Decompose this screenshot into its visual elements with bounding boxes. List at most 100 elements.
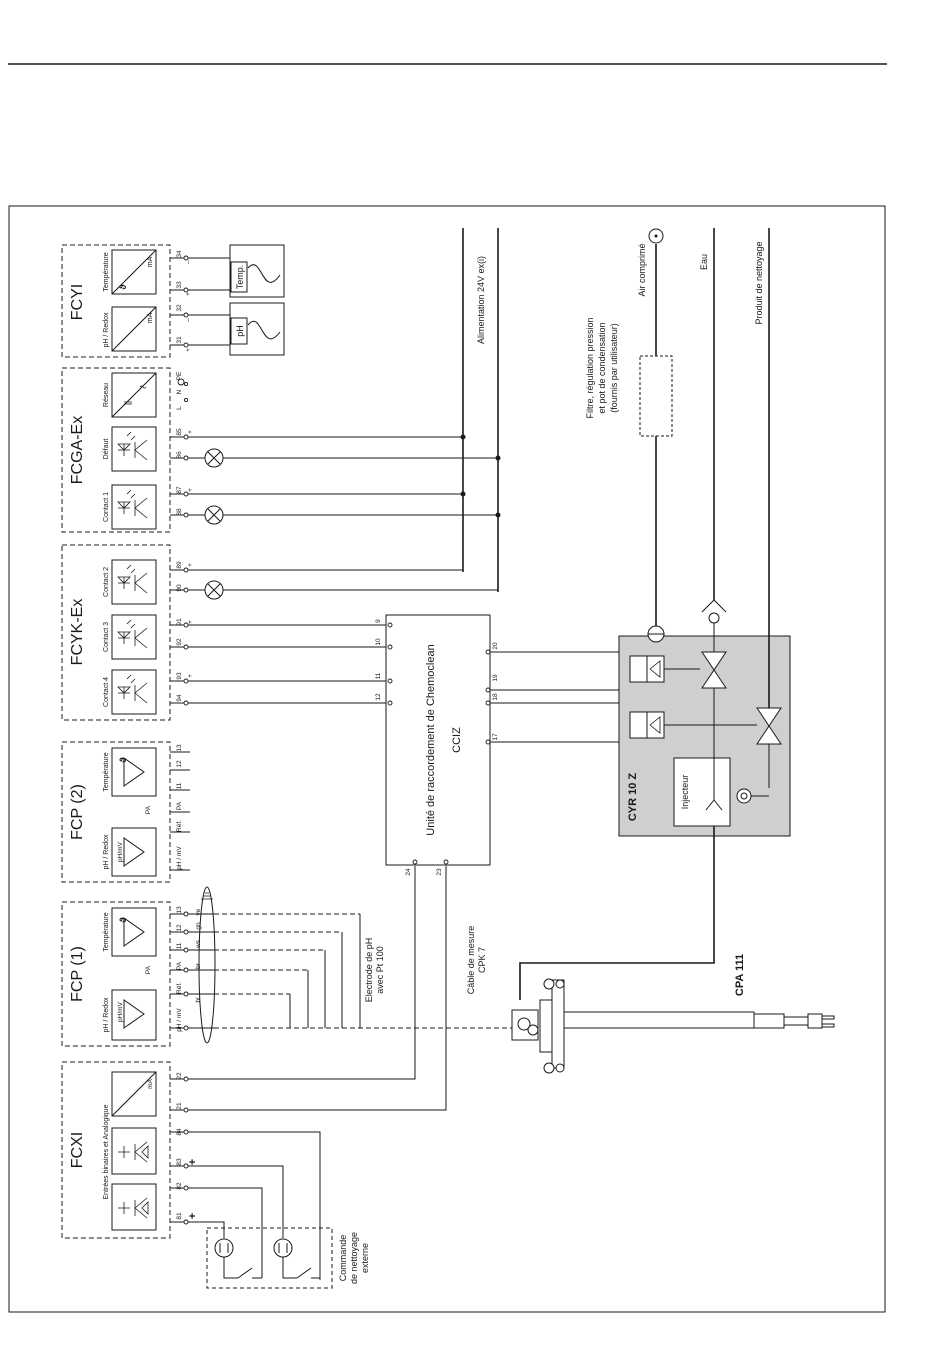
svg-text:Contact 3: Contact 3	[103, 622, 110, 652]
theta-icon: ϑ	[118, 284, 128, 290]
svg-text:Filtre, régulation pression: Filtre, régulation pression	[585, 317, 595, 418]
battery-icon	[214, 1238, 234, 1258]
fcxi-input-block	[111, 1127, 157, 1175]
fcyk-contact3-block: Contact 3	[103, 614, 157, 660]
svg-text:pH: pH	[235, 325, 245, 337]
svg-text:85: 85	[176, 428, 183, 436]
svg-text:90: 90	[176, 584, 183, 592]
fcyk-name: FCYK-Ex	[69, 599, 86, 666]
svg-text:11: 11	[176, 782, 183, 789]
alimentation-label: Alimentation 24V ex(i)	[476, 256, 486, 344]
fcyk-contact4-block: Contact 4	[103, 669, 157, 715]
svg-text:pH / Redox: pH / Redox	[103, 997, 110, 1033]
svg-text:mA: mA	[147, 1078, 154, 1088]
fcyi-name: FCYI	[69, 284, 86, 320]
fcga-reseau-block: Réseau	[103, 372, 157, 418]
commande-label: Commande de nettoyage externe	[338, 1232, 370, 1284]
svg-text:Temp.: Temp.	[235, 265, 245, 290]
svg-text:(fournis par utilisateur): (fournis par utilisateur)	[609, 323, 619, 413]
fcyi-terminals: 31 32 33 34 + – + –	[176, 250, 192, 352]
svg-text:11: 11	[375, 672, 382, 679]
svg-text:10: 10	[375, 638, 382, 646]
filtre-box	[639, 355, 673, 437]
fcp1-name: FCP (1)	[69, 946, 86, 1002]
battery-icon	[273, 1238, 293, 1258]
svg-text:31: 31	[176, 336, 183, 344]
fcp1-temp-block: Température ϑ	[103, 907, 157, 957]
svg-text:+: +	[185, 348, 192, 352]
cpa-label: CPA 111	[734, 954, 746, 996]
lamp-icon	[204, 505, 224, 525]
cpa-111-assembly	[511, 978, 835, 1074]
fcga-defaut-block: Défaut	[103, 426, 157, 472]
fcyk-contact2-block: Contact 2	[103, 559, 157, 605]
theta-icon: ϑ	[118, 917, 128, 923]
fcxi-plus-signs: + +	[187, 1159, 199, 1219]
produit-label: Produit de nettoyage	[754, 241, 764, 324]
svg-text:PE: PE	[176, 371, 183, 380]
cciz-box	[385, 614, 491, 866]
cable-shield	[198, 886, 216, 1044]
air-label: Air comprimé	[637, 243, 647, 296]
svg-text:PA: PA	[176, 961, 183, 970]
svg-text:CPK 7: CPK 7	[477, 947, 487, 973]
cciz-terminals: 9 10 11 12 24 23 20 19 18 17	[375, 619, 499, 876]
diagram-frame	[8, 205, 886, 1313]
svg-text:11: 11	[176, 942, 183, 949]
cable-label: Câble de mesure CPK 7	[466, 926, 487, 995]
svg-text:91: 91	[176, 618, 183, 626]
fcp1-wire-colors: bl br ws gn ye	[195, 908, 202, 1002]
switch-icon	[237, 1267, 253, 1279]
svg-text:avec Pt 100: avec Pt 100	[375, 946, 385, 994]
ground-icon	[201, 892, 213, 900]
svg-text:Contact 4: Contact 4	[103, 677, 110, 707]
svg-text:Electrode de pH: Electrode de pH	[364, 938, 374, 1003]
svg-text:+: +	[187, 674, 194, 678]
fcp2-name: FCP (2)	[69, 784, 86, 840]
fcyk-module	[61, 544, 171, 721]
solenoid-icon	[629, 655, 665, 683]
svg-text:92: 92	[176, 638, 183, 646]
svg-text:–: –	[185, 260, 192, 264]
svg-text:Température: Température	[103, 912, 110, 951]
fcga-name: FCGA-Ex	[69, 416, 86, 484]
svg-text:88: 88	[176, 508, 183, 516]
svg-text:–: –	[185, 318, 192, 322]
svg-text:Contact 1: Contact 1	[103, 492, 110, 522]
svg-text:9: 9	[375, 619, 382, 623]
svg-text:bl: bl	[195, 997, 202, 1003]
svg-text:+: +	[187, 563, 194, 567]
svg-text:87: 87	[176, 486, 183, 494]
temp-sensor: Temp.	[229, 244, 285, 298]
svg-text:21: 21	[176, 1102, 183, 1110]
svg-text:pH / mV: pH / mV	[176, 1008, 183, 1032]
svg-text:+: +	[187, 1213, 199, 1219]
svg-text:+: +	[187, 620, 194, 624]
fcxi-terminals: 81 82 83 84 21 22	[176, 1072, 183, 1220]
cyr-label: CYR 10 Z	[627, 773, 639, 822]
injecteur-box	[673, 757, 731, 827]
svg-text:13: 13	[176, 744, 183, 752]
svg-text:81: 81	[176, 1212, 183, 1220]
svg-text:Température: Température	[103, 752, 110, 791]
svg-text:+: +	[187, 430, 194, 434]
cciz-description: Unité de raccordement de Chemoclean	[425, 644, 437, 835]
valve-icon	[701, 651, 727, 689]
theta-icon: ϑ	[118, 757, 128, 763]
svg-text:et pot de condensation: et pot de condensation	[597, 322, 607, 413]
injecteur-label: Injecteur	[680, 775, 690, 810]
svg-text:17: 17	[492, 733, 499, 741]
svg-text:de nettoyage: de nettoyage	[349, 1232, 359, 1284]
lamp-icon	[204, 448, 224, 468]
svg-text:13: 13	[176, 906, 183, 914]
fcp2-pa-label: PA	[145, 805, 152, 814]
svg-text:Réf.: Réf.	[176, 820, 183, 832]
svg-text:Défaut: Défaut	[103, 439, 110, 460]
fcyi-channel-temp: Température mA ϑ	[103, 249, 157, 295]
fcp1-ph-block: pH / Redox pH/mV	[103, 989, 157, 1041]
svg-text:94: 94	[176, 694, 183, 702]
solenoid-icon	[629, 711, 665, 739]
earth-icon	[177, 378, 185, 386]
fcxi-channel-label: Entrées binaires et Analogique	[103, 1104, 110, 1199]
filtre-label: Filtre, régulation pression et pot de co…	[585, 317, 619, 418]
